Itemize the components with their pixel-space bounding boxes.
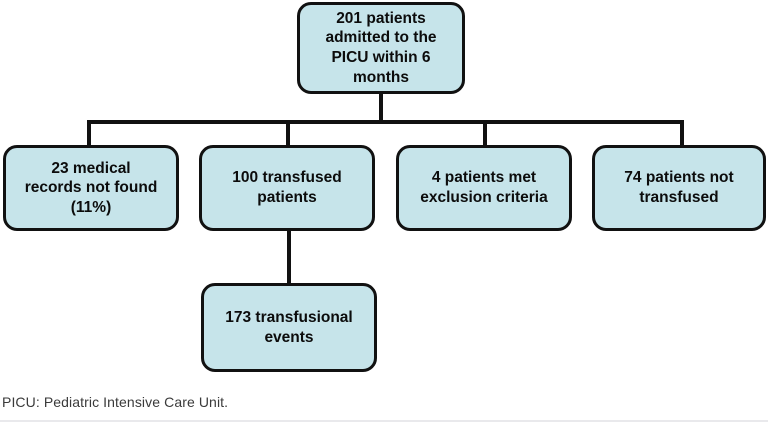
node-transfusional-events-label: 173 transfusional events bbox=[225, 308, 353, 346]
figure-caption: PICU: Pediatric Intensive Care Unit. bbox=[2, 394, 229, 410]
node-exclusion-criteria-label: 4 patients met exclusion criteria bbox=[420, 169, 548, 206]
node-root: 201 patients admitted to the PICU within… bbox=[297, 2, 465, 94]
node-records-not-found: 23 medical records not found (11%) bbox=[3, 145, 179, 231]
node-transfusional-events: 173 transfusional events bbox=[201, 283, 377, 372]
node-transfused-label: 100 transfused patients bbox=[232, 169, 342, 206]
node-not-transfused: 74 patients not transfused bbox=[592, 145, 766, 231]
node-not-transfused-label: 74 patients not transfused bbox=[624, 169, 734, 206]
bottom-divider bbox=[0, 420, 768, 422]
node-transfused: 100 transfused patients bbox=[199, 145, 375, 231]
node-root-label: 201 patients admitted to the PICU within… bbox=[325, 9, 437, 86]
node-exclusion-criteria: 4 patients met exclusion criteria bbox=[396, 145, 572, 231]
node-records-not-found-label: 23 medical records not found (11%) bbox=[24, 159, 158, 216]
